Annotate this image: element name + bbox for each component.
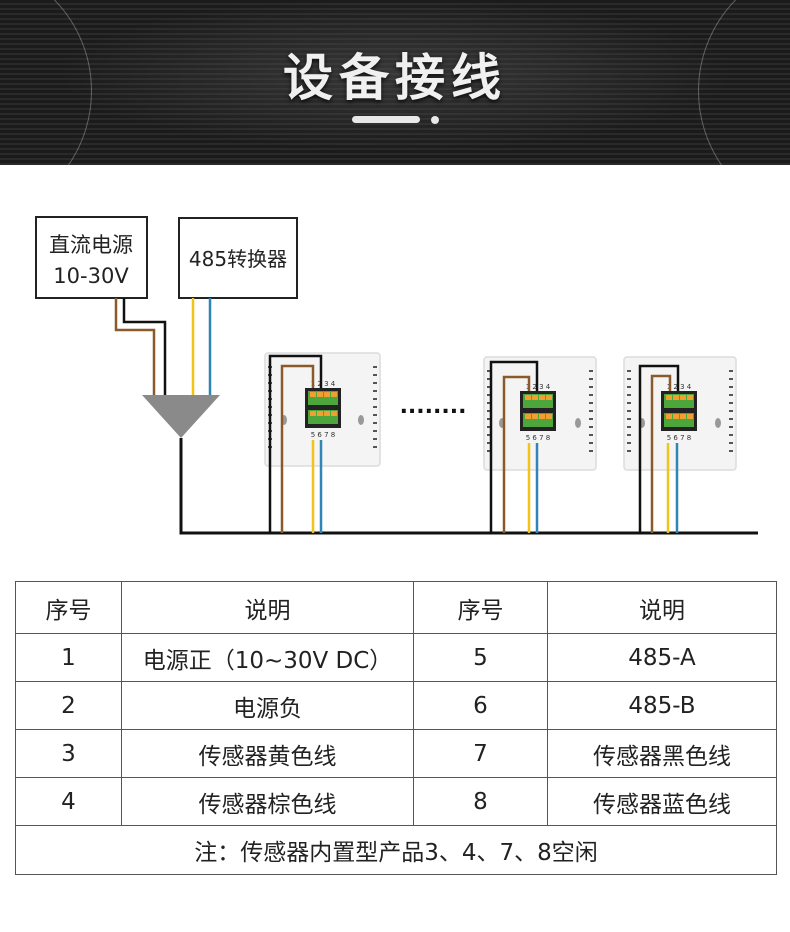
title-banner: 设备接线 bbox=[0, 0, 790, 165]
decorative-arc-left bbox=[0, 0, 92, 165]
terminal-top-numbers: 1 2 3 4 bbox=[667, 383, 692, 391]
table-note-row: 注：传感器内置型产品3、4、7、8空闲 bbox=[15, 825, 777, 875]
table-cell: 8 bbox=[413, 777, 548, 826]
sensor-device-1: 1 2 3 4 5 6 7 8 bbox=[264, 352, 381, 467]
table-row: 1 电源正（10~30V DC） 5 485-A bbox=[15, 633, 777, 682]
table-cell: 1 bbox=[15, 633, 122, 682]
table-cell: 485-B bbox=[547, 681, 777, 730]
terminal-bottom-numbers: 5 6 7 8 bbox=[526, 434, 551, 442]
decorative-arc-right bbox=[698, 0, 790, 165]
table-cell: 3 bbox=[15, 729, 122, 778]
table-cell: 5 bbox=[413, 633, 548, 682]
power-supply-label-line2: 10-30V bbox=[53, 264, 129, 288]
terminal-bottom-numbers: 5 6 7 8 bbox=[311, 431, 336, 439]
table-cell: 电源负 bbox=[121, 681, 414, 730]
header-index-1: 序号 bbox=[15, 581, 122, 634]
table-row: 3 传感器黄色线 7 传感器黑色线 bbox=[15, 729, 777, 778]
terminal-top-numbers: 1 2 3 4 bbox=[526, 383, 551, 391]
table-cell: 4 bbox=[15, 777, 122, 826]
header-desc-2: 说明 bbox=[547, 581, 777, 634]
terminal-bottom-numbers: 5 6 7 8 bbox=[667, 434, 692, 442]
table-note: 注：传感器内置型产品3、4、7、8空闲 bbox=[15, 825, 777, 875]
header-index-2: 序号 bbox=[413, 581, 548, 634]
power-wire-brown bbox=[114, 298, 156, 395]
more-devices-ellipsis: ........ bbox=[400, 394, 467, 419]
title-underline bbox=[352, 116, 420, 123]
table-cell: 传感器蓝色线 bbox=[547, 777, 777, 826]
table-header-row: 序号 说明 序号 说明 bbox=[15, 581, 777, 634]
table-cell: 485-A bbox=[547, 633, 777, 682]
table-cell: 传感器棕色线 bbox=[121, 777, 414, 826]
wiring-diagram: 直流电源 10-30V 485转换器 1 2 3 4 bbox=[35, 216, 758, 535]
title-dot bbox=[431, 116, 439, 124]
table-cell: 2 bbox=[15, 681, 122, 730]
converter-label: 485转换器 bbox=[189, 247, 287, 271]
terminal-top-numbers: 1 2 3 4 bbox=[311, 380, 336, 388]
bus-black-line bbox=[179, 438, 758, 535]
power-supply-box bbox=[35, 216, 148, 299]
sensor-device-2: 1 2 3 4 5 6 7 8 bbox=[483, 356, 597, 471]
table-row: 2 电源负 6 485-B bbox=[15, 681, 777, 730]
table-cell: 7 bbox=[413, 729, 548, 778]
converter-box bbox=[178, 217, 298, 299]
power-wire-black bbox=[122, 298, 167, 395]
header-desc-1: 说明 bbox=[121, 581, 414, 634]
wiring-table: 序号 说明 序号 说明 1 电源正（10~30V DC） 5 485-A 2 电… bbox=[15, 581, 777, 875]
table-row: 4 传感器棕色线 8 传感器蓝色线 bbox=[15, 777, 777, 826]
table-cell: 6 bbox=[413, 681, 548, 730]
table-cell: 传感器黄色线 bbox=[121, 729, 414, 778]
table-cell: 传感器黑色线 bbox=[547, 729, 777, 778]
page-title: 设备接线 bbox=[283, 49, 507, 107]
power-supply-label-line1: 直流电源 bbox=[49, 233, 133, 257]
junction-triangle bbox=[142, 395, 220, 438]
table-cell: 电源正（10~30V DC） bbox=[121, 633, 414, 682]
